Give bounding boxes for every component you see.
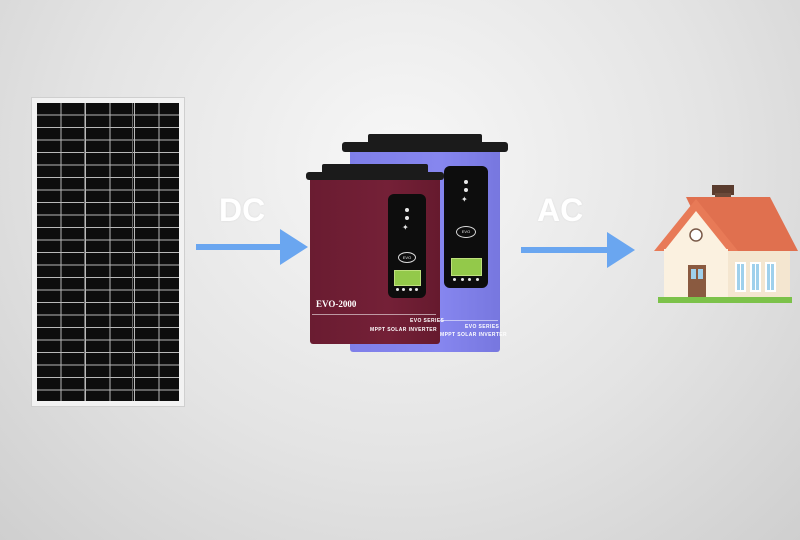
sun-icon: ✦: [461, 195, 468, 204]
dc-label: DC: [219, 192, 266, 228]
panel-button: [468, 278, 472, 281]
inverter-front-top: [322, 164, 428, 173]
button-row: [453, 278, 479, 282]
status-led: [464, 180, 468, 184]
panel-button: [475, 278, 479, 281]
inverter-front-panel: ✦ EVO: [388, 194, 426, 298]
house-icon: [654, 185, 798, 303]
panel-button: [408, 288, 412, 291]
panel-busbar: [84, 103, 85, 401]
solar-panel: [31, 97, 185, 407]
logo-badge: EVO: [398, 252, 416, 263]
inverter-back-series: EVO SERIES: [465, 324, 500, 330]
panel-button: [453, 278, 456, 281]
panel-button: [396, 288, 399, 291]
right-arrow-icon: [196, 229, 308, 265]
lcd-screen: [451, 258, 482, 276]
inverter-back-subtitle: MPPT SOLAR INVERTER: [440, 332, 508, 338]
button-row: [396, 288, 418, 292]
solar-cells: [37, 103, 179, 401]
ac-label: AC: [537, 192, 584, 228]
right-arrow-icon: [521, 232, 635, 268]
logo-badge: EVO: [456, 226, 476, 238]
inverter-front-subtitle: MPPT SOLAR INVERTER: [370, 327, 438, 333]
lcd-screen: [394, 270, 421, 286]
panel-button: [460, 278, 464, 281]
inverter-back-top: [368, 134, 482, 144]
status-led: [464, 188, 468, 192]
inverter-model: EVO-2000: [316, 299, 357, 309]
status-led: [405, 208, 409, 212]
inverter-front-divider: [312, 314, 436, 315]
panel-button: [402, 288, 406, 291]
inverter-back-divider: [440, 320, 498, 321]
inverter-back-ledge: [342, 142, 508, 152]
inverter-front-series: EVO SERIES: [410, 318, 445, 324]
logo-text: EVO: [461, 229, 471, 234]
status-led: [405, 216, 409, 220]
inverter-back-panel: ✦ EVO: [444, 166, 488, 288]
logo-text: EVO: [402, 255, 412, 260]
panel-button: [414, 288, 418, 291]
sun-icon: ✦: [402, 223, 409, 232]
panel-busbar: [132, 103, 133, 401]
inverter-front-ledge: [306, 172, 444, 180]
